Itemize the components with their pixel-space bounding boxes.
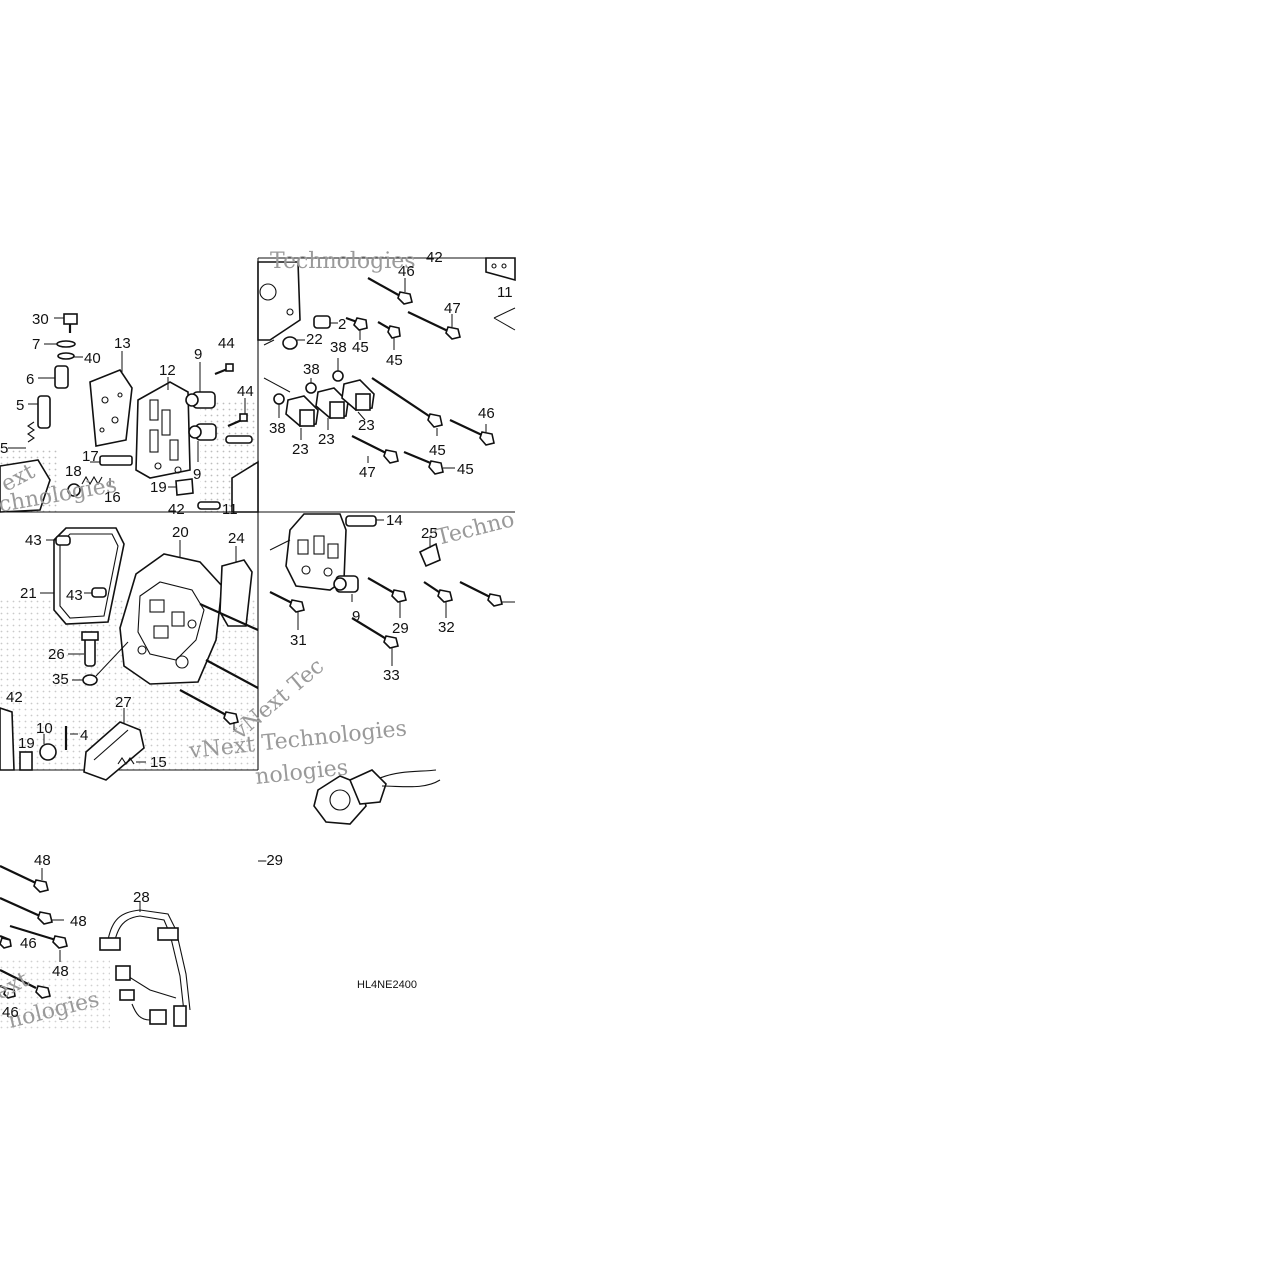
callout: 19 [18,735,35,752]
callout: 46 [2,1004,19,1021]
callout: 42 [6,689,23,706]
callout: 43 [66,587,83,604]
watermark-text-5: Techno [433,507,517,551]
callout: 9 [352,608,360,625]
callout: 35 [52,671,69,688]
callout: 29 [392,620,409,637]
callout: 45 [457,461,474,478]
callout: 48 [52,963,69,980]
callout: 23 [292,441,309,458]
harness-lower-left [0,865,191,1027]
callout: 38 [303,361,320,378]
callout: 11 [497,284,513,301]
valve-body-upper-left [0,313,259,513]
callout: 25 [421,525,438,542]
callout: 30 [32,311,49,328]
callout: 40 [84,350,101,367]
callout: 6 [26,371,34,388]
solenoid-panel-upper-right [257,257,516,475]
callout: 48 [34,852,51,869]
callout: 2 [338,316,346,333]
callout: 5 [16,397,24,414]
callout: 45 [429,442,446,459]
case-cover-middle-left [0,527,259,781]
callout: 47 [359,464,376,481]
callout: 12 [159,362,176,379]
callout: 43 [25,532,42,549]
callout: 15 [150,754,167,771]
callout: 46 [398,263,415,280]
callout: 18 [65,463,82,480]
callout: 9 [193,466,201,483]
callout: 44 [237,383,254,400]
callout: 16 [104,489,121,506]
callout: 19 [150,479,167,496]
callout: 13 [114,335,131,352]
callout: 24 [228,530,245,547]
callout: 20 [172,524,189,541]
callout: 4 [80,727,88,744]
callout: 9 [194,346,202,363]
callout: 42 [168,501,185,518]
callout: 27 [115,694,132,711]
callout: 7 [32,336,40,353]
callout: 46 [20,935,37,952]
callout: 44 [218,335,235,352]
callout: 5 [0,440,8,457]
callout: 21 [20,585,37,602]
watermark-text-2: Technologies [270,249,416,274]
callout-labels: 30 7 40 6 5 5 13 12 9 44 44 9 17 18 16 1… [0,249,513,1021]
callout: 38 [269,420,286,437]
callout: 33 [383,667,400,684]
callout: –29 [258,852,283,869]
callout: 32 [438,619,455,636]
callout: 14 [386,512,403,529]
callout: 11 [222,501,238,518]
callout: 46 [478,405,495,422]
callout: 47 [444,300,461,317]
callout: 38 [330,339,347,356]
callout: 31 [290,632,307,649]
shading-bottom-left [0,960,110,1030]
valve-body-middle-right [269,513,515,825]
callout: 45 [352,339,369,356]
callout: 23 [318,431,335,448]
callout: 28 [133,889,150,906]
callout: 23 [358,417,375,434]
callout: 42 [426,249,443,266]
callout: 45 [386,352,403,369]
callout: 26 [48,646,65,663]
callout: 17 [82,448,99,465]
diagram-code: HL4NE2400 [357,979,417,991]
callout: 10 [36,720,53,737]
callout: 48 [70,913,87,930]
callout: 22 [306,331,323,348]
